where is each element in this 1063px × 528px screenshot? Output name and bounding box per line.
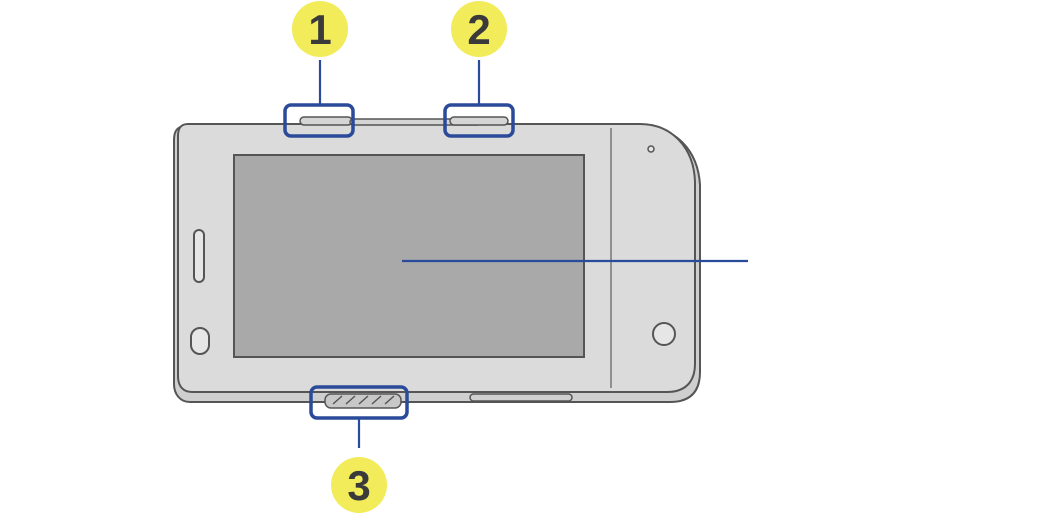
home-button bbox=[652, 322, 676, 346]
highlight-box-2 bbox=[443, 103, 515, 138]
callout-2: 2 bbox=[451, 1, 507, 57]
highlight-box-1 bbox=[283, 103, 355, 138]
callout-badge-2 bbox=[451, 1, 507, 57]
callout-badge-3 bbox=[331, 457, 387, 513]
microphone-icon bbox=[190, 327, 210, 355]
bottom-connector bbox=[469, 393, 573, 402]
callout-number-2: 2 bbox=[467, 6, 490, 53]
callout-number-3: 3 bbox=[347, 462, 370, 509]
callout-badge-1 bbox=[292, 1, 348, 57]
camera-dot-icon bbox=[647, 145, 655, 153]
top-button-mid bbox=[449, 116, 509, 126]
highlight-box-3 bbox=[309, 385, 409, 420]
screen bbox=[233, 154, 585, 358]
speaker-slot-icon bbox=[193, 229, 205, 283]
phone-device bbox=[173, 116, 701, 409]
callout-1: 1 bbox=[292, 1, 348, 57]
callout-3: 3 bbox=[331, 457, 387, 513]
highlight-boxes bbox=[283, 103, 515, 420]
callout-number-1: 1 bbox=[308, 6, 331, 53]
top-button-left bbox=[299, 116, 353, 126]
leader-lines bbox=[318, 60, 748, 448]
grip-ridges-icon bbox=[332, 395, 395, 405]
